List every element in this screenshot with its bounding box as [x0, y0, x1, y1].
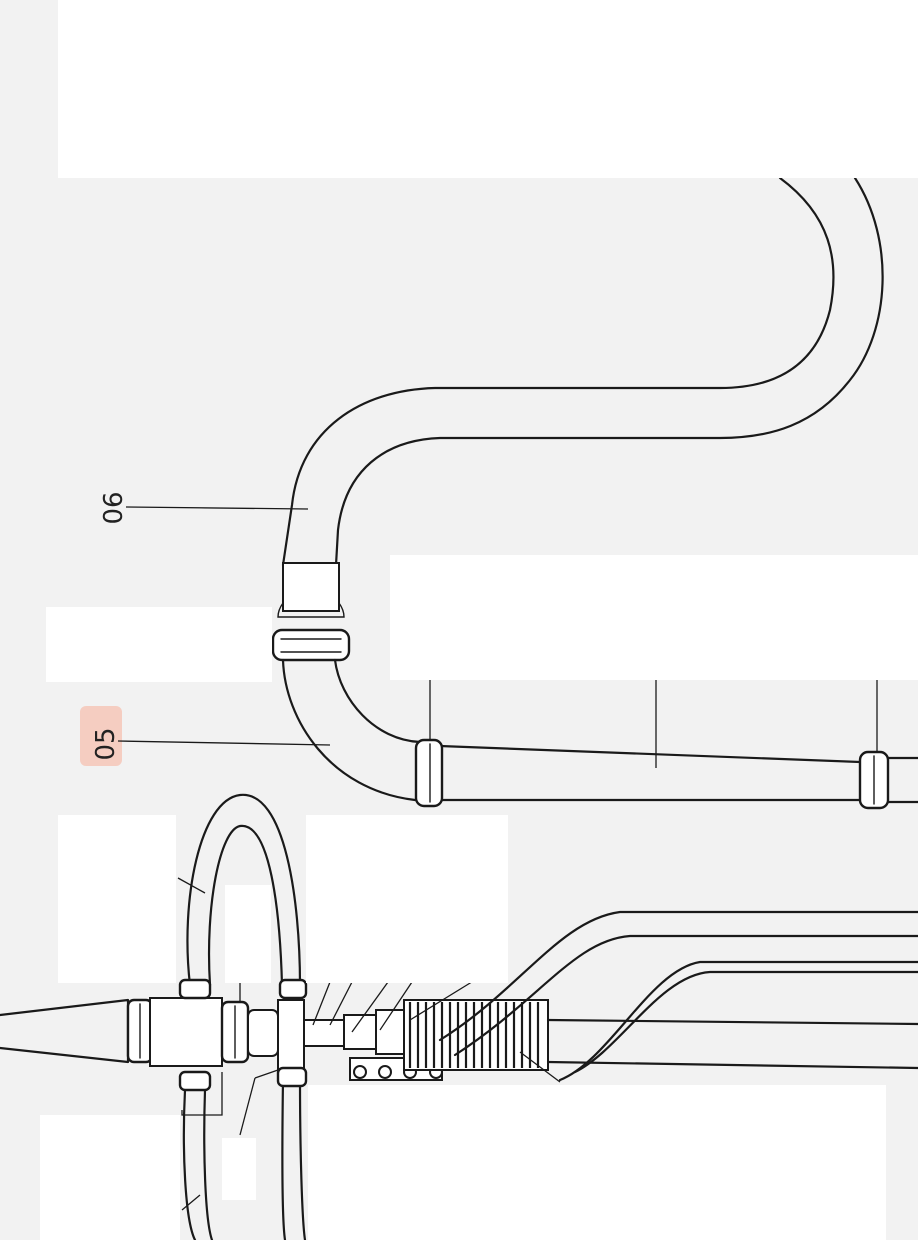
redaction-center-small — [225, 885, 271, 983]
main-line-couplings — [126, 978, 345, 1092]
cross-fitting — [149, 997, 223, 1067]
redaction-bottom-mid — [222, 1138, 256, 1200]
corrugated-coil — [403, 999, 549, 1071]
redaction-left-middle — [46, 607, 272, 682]
upper-coupling — [271, 562, 351, 662]
upper-hose-06 — [281, 176, 884, 567]
redaction-bottom-right — [308, 1085, 886, 1240]
part-label-06: 06 — [99, 491, 129, 524]
bottom-leaders — [177, 877, 561, 1211]
redaction-center-bottom — [306, 815, 508, 983]
label-05-group: 05 — [80, 706, 331, 766]
outgoing-hoses — [438, 910, 918, 1082]
loop-hose — [182, 793, 307, 1240]
clamp-left — [414, 738, 444, 808]
redaction-left-bottom — [58, 815, 176, 983]
coupling-clamp-ring — [271, 628, 351, 662]
straight-run-clamps — [414, 738, 890, 810]
redaction-middle-right — [390, 555, 918, 680]
redaction-bottom-left — [40, 1115, 180, 1240]
lower-hose-05 — [281, 658, 918, 804]
coupling-sleeve — [282, 562, 340, 612]
label-highlight — [80, 706, 122, 766]
redaction-top — [58, 0, 918, 178]
part-label-05: 05 — [91, 727, 121, 760]
label-06-group: 06 — [99, 491, 309, 525]
